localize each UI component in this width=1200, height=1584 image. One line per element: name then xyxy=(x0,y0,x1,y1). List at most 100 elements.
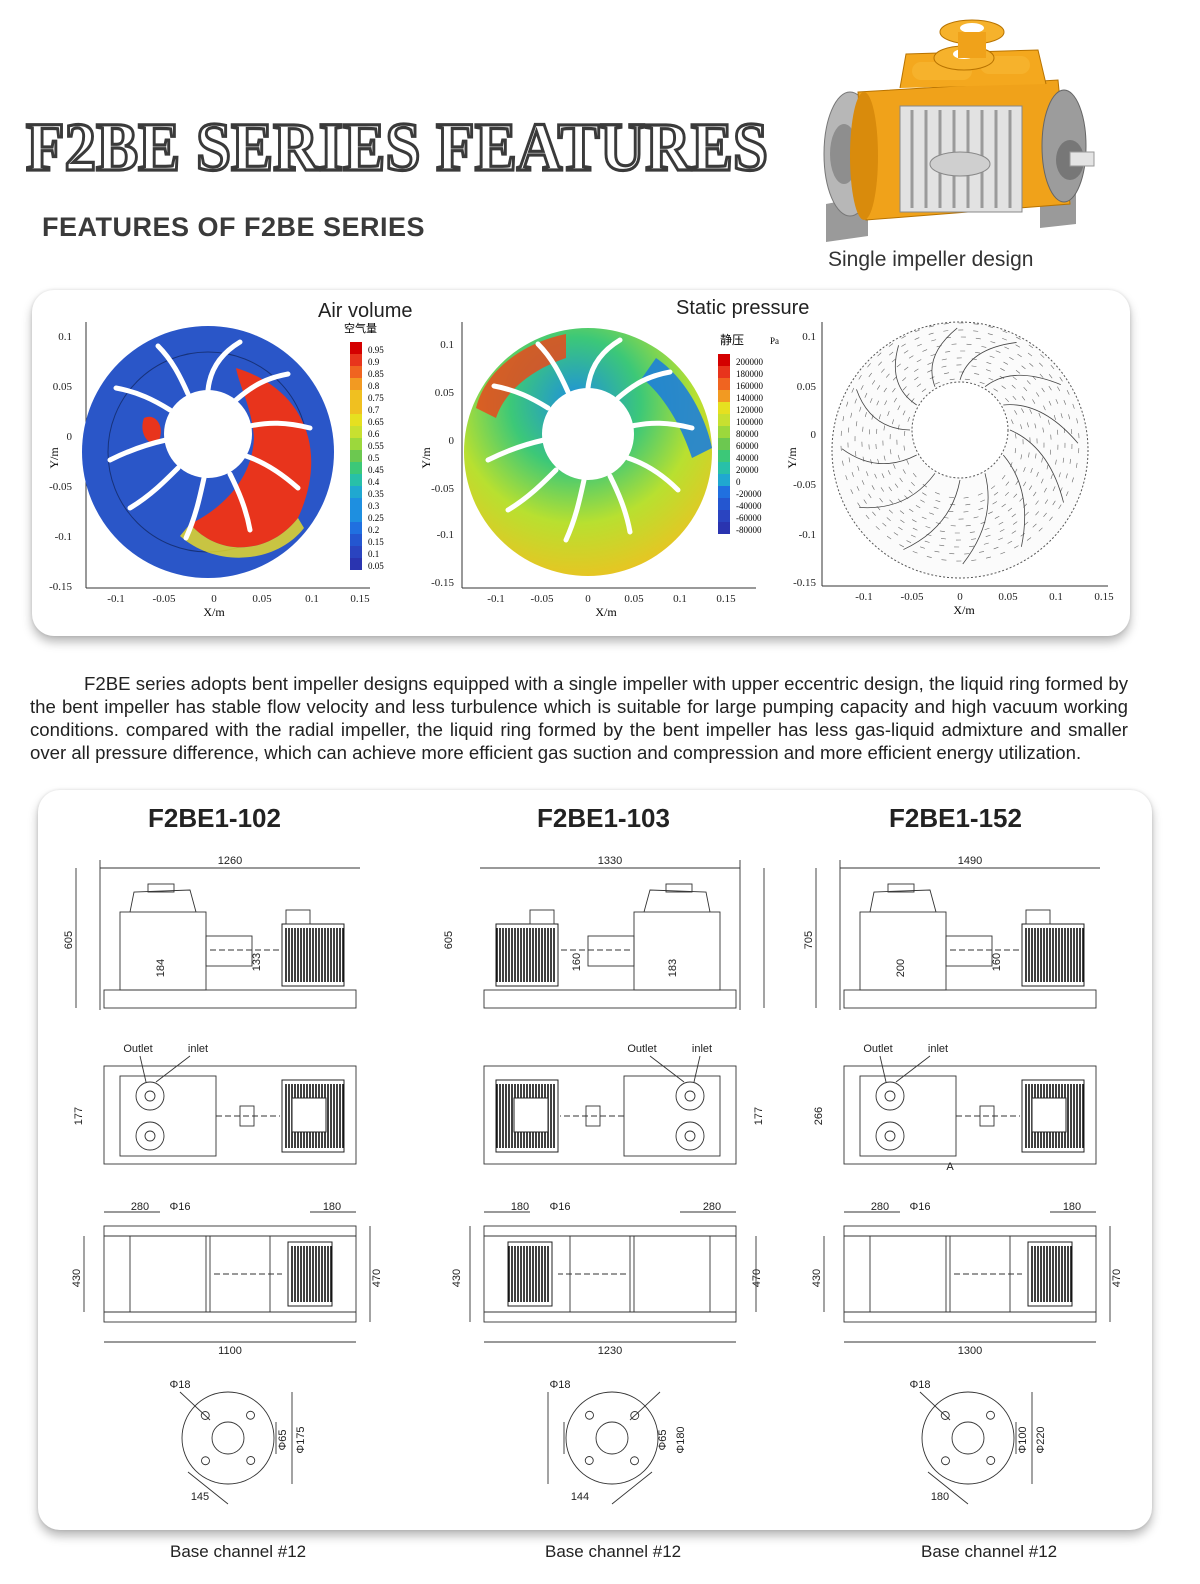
velocity-vector xyxy=(1035,453,1037,459)
velocity-vector xyxy=(898,526,903,531)
velocity-vector xyxy=(922,349,928,352)
velocity-vector xyxy=(903,445,905,451)
impeller-blade-outline xyxy=(1003,404,1079,444)
legend-label: 0.05 xyxy=(368,561,384,571)
velocity-vector xyxy=(1043,487,1047,493)
sp-legend-unit: Pa xyxy=(770,336,779,346)
legend-swatch xyxy=(718,474,730,486)
velocity-vector xyxy=(978,507,984,510)
velocity-vector xyxy=(1030,468,1033,473)
velocity-vector xyxy=(871,485,875,490)
velocity-vector xyxy=(1048,400,1052,406)
sp-x-tick-1: -0.05 xyxy=(531,593,554,605)
velocity-vector xyxy=(1017,353,1022,358)
impeller-blade-outline xyxy=(962,473,989,565)
velocity-vector xyxy=(1043,512,1047,518)
velocity-vector xyxy=(1012,376,1017,381)
velocity-vector xyxy=(860,385,864,390)
vel-x-tick-5: 0.15 xyxy=(1094,591,1114,603)
legend-label: 0.6 xyxy=(368,429,380,439)
velocity-vector xyxy=(892,376,897,381)
velocity-vector xyxy=(1034,423,1037,429)
velocity-vector xyxy=(892,419,894,425)
velocity-vector xyxy=(998,537,1003,541)
velocity-vector xyxy=(980,499,985,503)
legend-label: 100000 xyxy=(736,417,764,427)
velocity-vector xyxy=(1001,503,1006,508)
velocity-vector xyxy=(979,551,985,553)
velocity-vector xyxy=(1072,403,1075,409)
outlet-label: Outlet xyxy=(123,1043,152,1055)
legend-swatch xyxy=(718,378,730,390)
velocity-vector xyxy=(973,516,979,519)
legend-swatch xyxy=(350,342,362,354)
sp-x-tick-0: -0.1 xyxy=(487,593,504,605)
legend-swatch xyxy=(350,486,362,498)
velocity-vector xyxy=(896,363,901,368)
velocity-vector xyxy=(848,457,851,463)
sp-y-tick-5: -0.15 xyxy=(431,577,454,589)
velocity-vector xyxy=(1000,368,1005,371)
velocity-vector xyxy=(928,332,934,335)
legend-label: 120000 xyxy=(736,405,764,415)
velocity-vector xyxy=(887,411,890,416)
dim-flange-pcd: 180 xyxy=(931,1491,949,1503)
velocity-vector xyxy=(910,534,916,538)
velocity-chart: 0.1 0.05 0 -0.05 -0.1 -0.15 -0.1 -0.05 0… xyxy=(785,321,1114,617)
outlet-label: Outlet xyxy=(863,1043,892,1055)
velocity-vector xyxy=(872,511,876,516)
legend-label: 140000 xyxy=(736,393,764,403)
velocity-vector xyxy=(988,326,994,328)
legend-swatch xyxy=(350,438,362,450)
velocity-vector xyxy=(1007,507,1013,512)
velocity-vector xyxy=(857,465,860,471)
velocity-vector xyxy=(1024,511,1029,516)
velocity-vector xyxy=(973,323,979,325)
velocity-vector xyxy=(863,499,867,504)
velocity-vector xyxy=(945,351,951,353)
velocity-vector xyxy=(914,337,920,340)
dim-flange-pcd: 144 xyxy=(571,1491,589,1503)
legend-swatch xyxy=(718,522,730,534)
dim-length: 1490 xyxy=(958,855,982,867)
air-volume-chart: 0.1 0.05 0 -0.05 -0.1 -0.15 -0.1 -0.05 0… xyxy=(47,321,384,619)
velocity-vector xyxy=(1040,478,1044,484)
air-y-tick-3: -0.05 xyxy=(49,481,72,493)
velocity-vector xyxy=(1026,422,1029,428)
velocity-vector xyxy=(921,388,927,392)
velocity-vector xyxy=(902,469,906,474)
velocity-vector xyxy=(1014,448,1016,454)
velocity-vector xyxy=(1041,387,1045,393)
velocity-vector xyxy=(941,537,947,540)
velocity-vector xyxy=(981,346,987,348)
velocity-vector xyxy=(977,492,983,496)
velocity-vector xyxy=(908,508,914,513)
legend-label: 0.3 xyxy=(368,501,380,511)
velocity-vector xyxy=(867,363,871,368)
dim-bolt-right: 180 xyxy=(1063,1201,1081,1213)
velocity-vector xyxy=(1058,504,1062,510)
velocity-vector xyxy=(893,463,896,469)
velocity-vector xyxy=(1052,486,1056,492)
dim-height: 605 xyxy=(443,931,455,949)
dim-bolt-right: 180 xyxy=(323,1201,341,1213)
velocity-vector xyxy=(969,531,975,533)
sp-x-tick-3: 0.05 xyxy=(624,593,644,605)
legend-label: 80000 xyxy=(736,429,759,439)
velocity-vector xyxy=(973,330,979,332)
velocity-vector xyxy=(1023,481,1027,487)
velocity-vector xyxy=(914,329,920,333)
velocity-vector xyxy=(1004,346,1010,350)
velocity-vector xyxy=(1028,485,1033,490)
static-pressure-title: Static pressure xyxy=(676,297,810,319)
velocity-vector xyxy=(1026,537,1032,541)
velocity-vector xyxy=(1057,386,1061,392)
page-title: F2BE SERIES FEATURES xyxy=(24,107,769,184)
velocity-vector xyxy=(934,550,940,553)
legend-swatch xyxy=(350,378,362,390)
air-legend-title: 空气量 xyxy=(344,321,377,335)
vel-ylabel: Y/m xyxy=(785,447,799,469)
velocity-vector xyxy=(988,377,994,381)
section-mark: A xyxy=(946,1161,954,1173)
velocity-vector xyxy=(943,330,949,332)
